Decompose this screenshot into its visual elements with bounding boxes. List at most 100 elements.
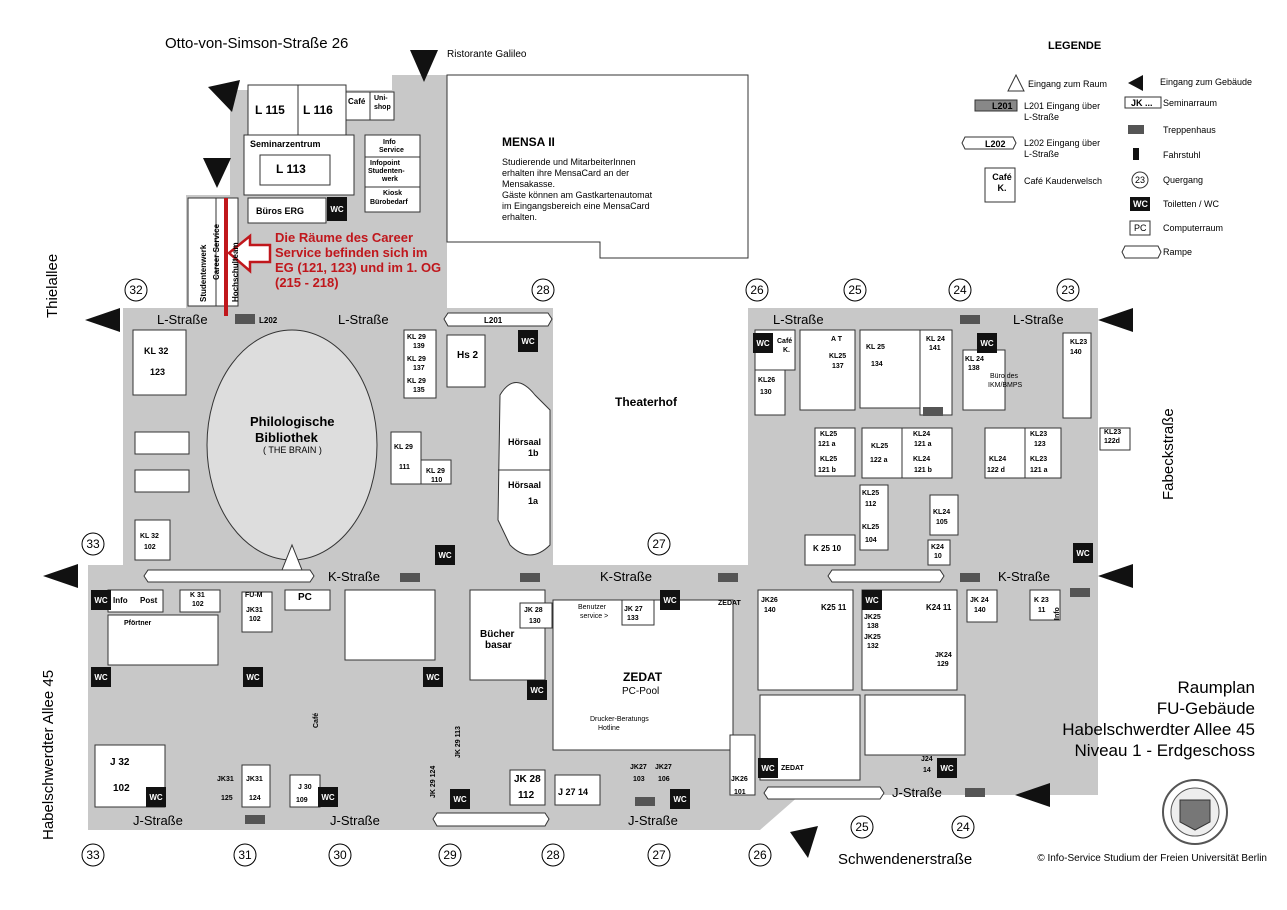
room-label-benutzer1: Benutzer — [578, 604, 607, 611]
room-k25-11-block — [757, 589, 854, 691]
room-kl24-121 — [901, 427, 953, 479]
svg-text:WC: WC — [453, 795, 467, 804]
mensa-info: Studierende und MitarbeiterInnen erhalte… — [502, 157, 652, 223]
quergang-pin — [647, 843, 671, 867]
rampe — [432, 812, 550, 827]
l-strasse-label: L-Straße — [157, 312, 208, 327]
building-entrance-icons — [43, 50, 1133, 858]
j-strasse-label: J-Straße — [892, 785, 942, 800]
quergang-number: 27 — [652, 848, 666, 862]
mensa-info-line: Studierende und MitarbeiterInnen — [502, 157, 636, 167]
room-label-info-v: Info — [1054, 607, 1061, 620]
room-label-kl25-122a-1: KL25 — [871, 443, 889, 450]
room-label-buecher1: Bücher — [480, 629, 515, 640]
quergang-pin — [948, 278, 972, 302]
room-left-b — [134, 469, 190, 493]
room-kl25-121 — [814, 427, 856, 477]
room-label-info: Info — [113, 596, 128, 605]
room-label-k31-102b: 102 — [192, 601, 204, 608]
rampe — [143, 569, 315, 583]
map-title: Raumplan FU-Gebäude Habelschwerdter Alle… — [1062, 677, 1255, 761]
room-label-kl25-104a: KL25 — [862, 524, 880, 531]
k-strasse-label: K-Straße — [328, 569, 381, 584]
room-label-pfoertner: Pförtner — [124, 620, 152, 627]
career-note-line: Service befinden sich im — [275, 245, 428, 260]
room-label-kl29-135a: KL 29 — [407, 378, 426, 385]
copyright: © Info-Service Studium der Freien Univer… — [1037, 853, 1267, 864]
quergang-number: 30 — [333, 848, 347, 862]
room-label-drucker2: Hotline — [598, 725, 620, 732]
room-kl29-139 — [403, 329, 437, 399]
l-strasse-label: L-Straße — [338, 312, 389, 327]
room-label-k31-102a: K 31 — [190, 592, 205, 599]
mensa-info-line: erhalten. — [502, 212, 538, 222]
j-strasse-label: J-Straße — [628, 813, 678, 828]
room-label-kl29-135b: 135 — [413, 387, 425, 394]
quergang-number: 32 — [129, 283, 143, 297]
quergang-number: 23 — [1061, 283, 1075, 297]
svg-text:WC: WC — [521, 337, 535, 346]
room-label-hs1b-2: 1b — [528, 448, 539, 458]
room-label-kl24-121a-1: KL24 — [913, 431, 931, 438]
mensa-title: MENSA II — [502, 135, 555, 149]
legend-shapes — [961, 73, 1162, 259]
infopoint-room — [364, 156, 421, 188]
svg-text:WC: WC — [246, 673, 260, 682]
room-label-kl23-123a: KL23 — [1030, 431, 1048, 438]
title-line: Habelschwerdter Allee 45 — [1062, 720, 1255, 739]
room-k25-10 — [804, 534, 856, 566]
room-label-seminarzentrum: Seminarzentrum — [250, 139, 321, 149]
mensa-info-line: im Eingangsbereich eine MensaCard — [502, 201, 650, 211]
quergang-number: 24 — [956, 820, 970, 834]
room-label-pcpool: PC-Pool — [622, 686, 660, 697]
room-label-hs1a-2: 1a — [528, 496, 539, 506]
room-label-kiosk1: Kiosk — [383, 190, 403, 197]
room-label-zedat: ZEDAT — [623, 670, 663, 684]
room-kl24-105 — [929, 494, 959, 536]
room-label-kl29-111b: 111 — [399, 464, 410, 471]
room-label-kl24-122d-1: KL24 — [989, 456, 1007, 463]
room-jk27-133 — [621, 599, 655, 626]
mensa-info-line: Mensakasse. — [502, 179, 556, 189]
room-label-kl23-122d-1: KL23 — [1104, 429, 1122, 436]
career-service-marker — [224, 198, 228, 316]
quergang-number: 27 — [652, 537, 666, 551]
room-label-kl24-105b: 105 — [936, 519, 948, 526]
career-note-line: Die Räume des Career — [275, 230, 414, 245]
quergang-pin — [531, 278, 555, 302]
quergang-number: 28 — [546, 848, 560, 862]
room-label-kl29-111a: KL 29 — [394, 444, 413, 451]
room-label-kl32-2: 123 — [150, 367, 166, 377]
svg-text:WC: WC — [530, 686, 544, 695]
room-label-kl24-121b-1: KL24 — [913, 456, 931, 463]
room-label-kl25-137b: 137 — [832, 363, 844, 370]
room-label-jk31-124b: 124 — [249, 795, 261, 802]
room-south-a — [107, 614, 219, 666]
room-label-kl29-110a: KL 29 — [426, 468, 445, 475]
room-label-kl25-134b: 134 — [871, 361, 883, 368]
room-kl32-123 — [132, 329, 187, 396]
svg-text:WC: WC — [438, 551, 452, 560]
room-label-jk27-103a: JK27 — [630, 764, 647, 771]
street-schwendenerstrasse: Schwendenerstraße — [838, 851, 973, 868]
room-label-kl23-123b: 123 — [1034, 441, 1046, 448]
room-label-kl24-121b-2: 121 b — [914, 467, 932, 474]
room-label-kl25-104b: 104 — [865, 537, 877, 544]
room-south-d — [864, 694, 966, 756]
room-label-j24-14b: 14 — [923, 767, 931, 774]
quergang-number: 25 — [848, 283, 862, 297]
room-label-cafek1: Café — [777, 338, 793, 345]
room-label-kl24-138b: 138 — [968, 365, 980, 372]
room-label-kl23-122d-2: 122d — [1104, 438, 1120, 445]
quergang-pin — [81, 532, 105, 556]
room-label-kl23-121a-1: KL23 — [1030, 456, 1048, 463]
room-label-kl24-141a: KL 24 — [926, 336, 945, 343]
room-label-cafe-v: Café — [313, 712, 320, 728]
room-label-kl29-110b: 110 — [431, 477, 443, 484]
mensa-info-line: erhalten ihre MensaCard an der — [502, 168, 630, 178]
quergang-number: 31 — [238, 848, 252, 862]
svg-text:WC: WC — [761, 764, 775, 773]
room-label-j30-109b: 109 — [296, 797, 308, 804]
room-label-jk26-101a: JK26 — [731, 776, 748, 783]
room-label-k25-11: K25 11 — [821, 603, 847, 612]
